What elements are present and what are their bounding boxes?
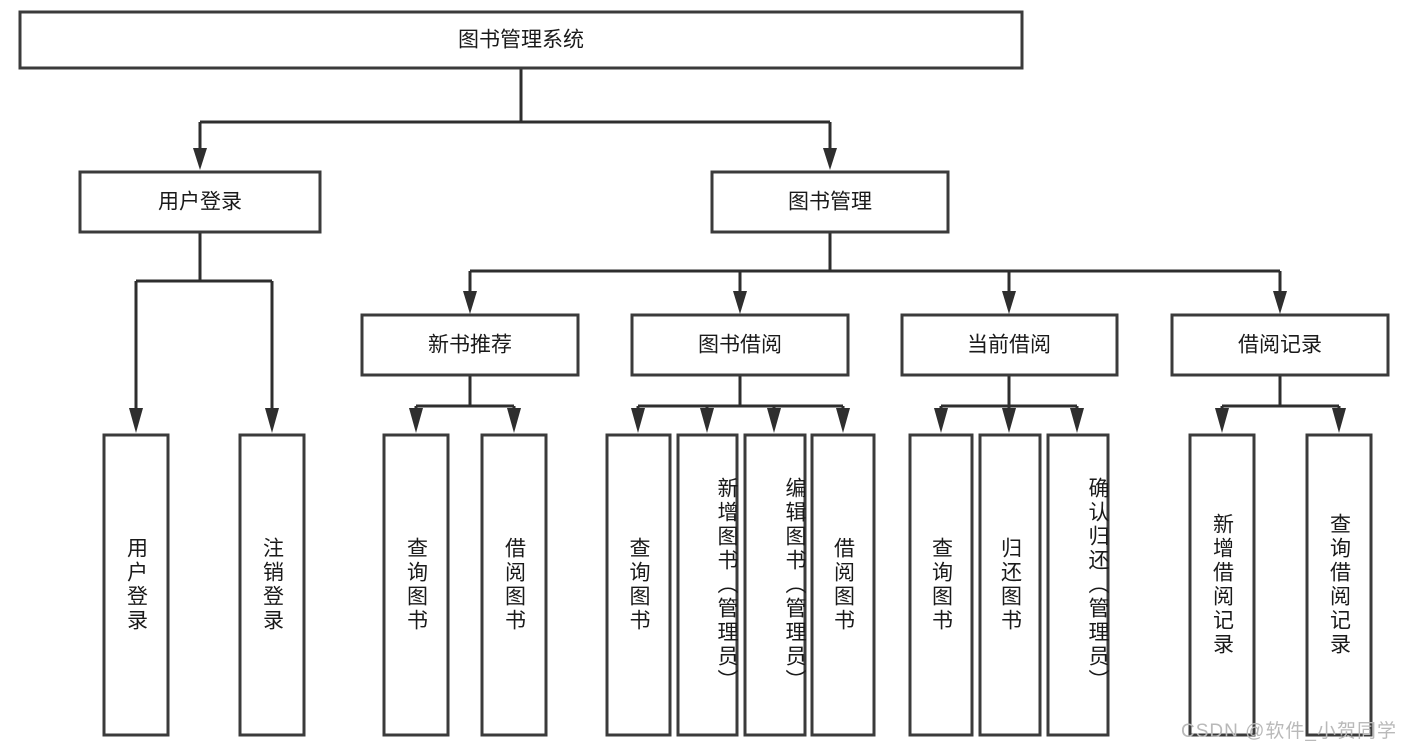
node-new-book-recommend[interactable]: 新书推荐: [360, 313, 580, 377]
connector-group-new-book-recommend: [409, 375, 521, 433]
leaf-boxes-current-borrow: [908, 433, 1110, 737]
leaf-boxes-borrow-record: [1188, 433, 1373, 737]
connector-group-root: [193, 68, 837, 170]
arrow-head-br-leaf-2: [1332, 408, 1346, 433]
node-user-login[interactable]: 用户登录: [78, 170, 322, 234]
arrow-head-user-login-leaf-2: [265, 408, 279, 433]
node-current-borrow-box[interactable]: [900, 313, 1119, 377]
leaf-box-user-login-2[interactable]: [238, 433, 306, 737]
node-root-box[interactable]: [18, 10, 1024, 70]
node-root-label: 图书管理系统: [458, 29, 584, 52]
arrow-head-book-borrow: [733, 291, 747, 314]
arrow-head-user-login-leaf-1: [129, 408, 143, 433]
connector-group-user-login: [129, 232, 279, 433]
arrow-head-cb-leaf-2: [1002, 408, 1016, 433]
node-user-login-label: 用户登录: [158, 191, 242, 214]
connector-group-book-borrow: [631, 375, 850, 433]
arrow-head-bb-leaf-1: [631, 408, 645, 433]
leaf-box-bb-1[interactable]: [605, 433, 672, 737]
arrow-head-nbr-leaf-1: [409, 408, 423, 433]
node-new-book-recommend-box[interactable]: [360, 313, 580, 377]
node-book-borrow[interactable]: 图书借阅: [630, 313, 850, 377]
leaf-box-cb-3[interactable]: [1046, 433, 1110, 737]
leaf-box-bb-4[interactable]: [810, 433, 876, 737]
leaf-boxes-book-borrow: [605, 433, 876, 737]
node-borrow-record-label: 借阅记录: [1238, 334, 1322, 357]
leaf-boxes-user-login: [102, 433, 306, 737]
node-book-management-box[interactable]: [710, 170, 950, 234]
node-current-borrow[interactable]: 当前借阅: [900, 313, 1119, 377]
arrow-head-br-leaf-1: [1215, 408, 1229, 433]
node-book-management-label: 图书管理: [788, 191, 872, 214]
arrow-head-current-borrow: [1002, 291, 1016, 314]
connector-group-current-borrow: [934, 375, 1084, 433]
arrow-head-bb-leaf-3: [767, 408, 781, 433]
csdn-watermark: CSDN @软件_小贺同学: [1181, 721, 1397, 742]
node-borrow-record-box[interactable]: [1170, 313, 1390, 377]
arrow-head-nbr-leaf-2: [507, 408, 521, 433]
node-book-management[interactable]: 图书管理: [710, 170, 950, 234]
leaf-box-cb-2[interactable]: [978, 433, 1042, 737]
node-borrow-record[interactable]: 借阅记录: [1170, 313, 1390, 377]
arrow-head-new-book-recommend: [463, 291, 477, 314]
leaf-box-nbr-2[interactable]: [480, 433, 548, 737]
leaf-box-cb-1[interactable]: [908, 433, 974, 737]
arrow-head-cb-leaf-1: [934, 408, 948, 433]
leaf-box-user-login-1[interactable]: [102, 433, 170, 737]
node-new-book-recommend-label: 新书推荐: [428, 334, 512, 357]
leaf-boxes-new-book-recommend: [382, 433, 548, 737]
node-user-login-box[interactable]: [78, 170, 322, 234]
node-root[interactable]: 图书管理系统: [18, 10, 1024, 70]
node-book-borrow-label: 图书借阅: [698, 334, 782, 357]
arrow-head-cb-leaf-3: [1070, 408, 1084, 433]
arrow-head-bb-leaf-4: [836, 408, 850, 433]
leaf-box-bb-2[interactable]: [676, 433, 739, 737]
arrow-head-user-login: [193, 148, 207, 170]
leaf-box-br-2[interactable]: [1305, 433, 1373, 737]
arrow-head-book-mgmt: [823, 148, 837, 170]
arrow-head-bb-leaf-2: [700, 408, 714, 433]
leaf-box-br-1[interactable]: [1188, 433, 1256, 737]
connector-group-borrow-record: [1215, 375, 1346, 433]
leaf-box-bb-3[interactable]: [743, 433, 807, 737]
node-book-borrow-box[interactable]: [630, 313, 850, 377]
arrow-head-borrow-record: [1273, 291, 1287, 314]
leaf-box-nbr-1[interactable]: [382, 433, 450, 737]
connector-group-book-mgmt: [463, 232, 1287, 314]
node-current-borrow-label: 当前借阅: [967, 334, 1051, 357]
